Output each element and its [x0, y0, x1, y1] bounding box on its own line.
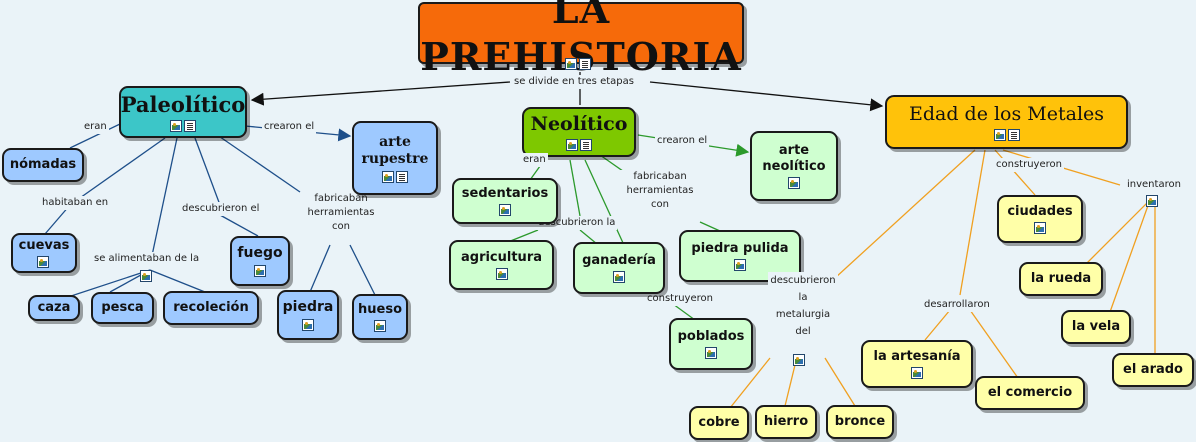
document-icon[interactable] — [579, 58, 591, 70]
image-icon[interactable] — [613, 271, 625, 284]
inventaron-icons[interactable] — [1146, 195, 1158, 207]
node-el-arado[interactable]: el arado — [1112, 353, 1194, 387]
node-label: cuevas — [18, 238, 70, 253]
image-icon[interactable] — [170, 120, 182, 133]
node-caza[interactable]: caza — [28, 295, 80, 321]
image-icon[interactable] — [788, 177, 800, 190]
image-icon[interactable] — [254, 264, 266, 277]
node-label: Neolítico — [530, 113, 628, 136]
node-arte-rupestre[interactable]: arte rupestre — [352, 121, 438, 195]
document-icon[interactable] — [396, 170, 408, 183]
node-label: pesca — [101, 299, 144, 315]
node-hierro[interactable]: hierro — [755, 405, 817, 439]
node-la-artesania[interactable]: la artesanía — [861, 340, 973, 388]
node-el-comercio[interactable]: el comercio — [975, 376, 1085, 410]
node-la-vela[interactable]: la vela — [1061, 310, 1131, 344]
image-icon[interactable] — [382, 170, 394, 183]
document-icon[interactable] — [580, 138, 592, 151]
node-label: cobre — [698, 414, 740, 430]
document-icon[interactable] — [184, 120, 196, 133]
link-label-paleo-descubrieron: descubrieron el — [180, 202, 262, 216]
node-bronce[interactable]: bronce — [826, 405, 894, 439]
document-icon[interactable] — [1007, 128, 1020, 141]
node-label: Edad de los Metales — [908, 103, 1105, 126]
node-label: arte rupestre — [361, 133, 429, 168]
image-icon[interactable] — [565, 58, 577, 70]
link-label-neo-eran: eran — [521, 153, 548, 167]
image-icon[interactable] — [1146, 195, 1158, 207]
node-label: ganadería — [582, 252, 656, 268]
image-icon[interactable] — [793, 354, 805, 366]
link-label-met-descubrieron: descubrieron la metalurgia del — [768, 272, 838, 340]
node-label: piedra — [282, 299, 334, 316]
node-poblados[interactable]: poblados — [669, 318, 753, 370]
link-label-neo-crearon: crearon el — [655, 134, 710, 148]
node-hueso[interactable]: hueso — [352, 294, 408, 340]
image-icon[interactable] — [495, 268, 508, 281]
metalurgia-icons[interactable] — [793, 354, 805, 366]
node-label: el comercio — [987, 384, 1073, 400]
image-icon[interactable] — [566, 138, 578, 151]
image-icon[interactable] — [993, 128, 1006, 141]
node-label: fuego — [237, 245, 283, 262]
node-label: la rueda — [1030, 270, 1092, 286]
node-label: recoleción — [173, 299, 249, 315]
image-icon[interactable] — [499, 204, 511, 217]
image-icon[interactable] — [374, 320, 386, 333]
node-label: sedentarios — [461, 185, 549, 201]
node-fuego[interactable]: fuego — [230, 236, 290, 286]
link-label-paleo-fabricaban: fabricaban herramientas con — [302, 192, 380, 234]
link-label-paleo-crearon: crearon el — [262, 120, 317, 134]
node-label: bronce — [834, 413, 886, 429]
image-icon[interactable] — [734, 259, 746, 272]
node-label: caza — [37, 299, 71, 315]
title-node: LA PREHISTORIA — [418, 0, 744, 79]
link-label-met-construyeron: construyeron — [994, 158, 1064, 172]
image-icon[interactable] — [911, 367, 923, 380]
link-label-paleo-habitaban: habitaban en — [40, 196, 111, 210]
node-label: hierro — [763, 413, 809, 429]
link-label-neo-fabricaban: fabricaban herramientas con — [620, 170, 700, 212]
image-icon[interactable] — [37, 256, 49, 269]
image-icon[interactable] — [302, 318, 314, 331]
node-ciudades[interactable]: ciudades — [997, 195, 1083, 243]
node-cobre[interactable]: cobre — [689, 406, 749, 440]
node-nomadas[interactable]: nómadas — [2, 148, 84, 182]
node-label: ciudades — [1007, 203, 1073, 219]
alimentaban-icons[interactable] — [140, 270, 152, 282]
node-pesca[interactable]: pesca — [91, 292, 154, 324]
link-label-paleo-alimentaban: se alimentaban de la — [92, 252, 202, 266]
node-cuevas[interactable]: cuevas — [11, 233, 77, 273]
node-label: agricultura — [460, 249, 542, 265]
node-neolitico[interactable]: Neolítico — [522, 107, 636, 157]
link-label-neo-construyeron: construyeron — [645, 292, 715, 306]
link-label-divide: se divide en tres etapas — [512, 75, 636, 89]
node-label: nómadas — [9, 156, 77, 172]
node-arte-neolitico[interactable]: arte neolítico — [750, 131, 838, 201]
node-label: la artesanía — [873, 348, 961, 364]
link-label-paleo-eran: eran — [82, 120, 109, 134]
image-icon[interactable] — [140, 270, 152, 282]
title-icons[interactable] — [565, 58, 591, 70]
image-icon[interactable] — [705, 347, 717, 360]
node-la-rueda[interactable]: la rueda — [1019, 262, 1103, 296]
node-label: piedra pulida — [691, 240, 789, 256]
node-sedentarios[interactable]: sedentarios — [452, 178, 558, 224]
node-paleolitico[interactable]: Paleolítico — [119, 86, 247, 138]
node-edad-de-los-metales[interactable]: Edad de los Metales — [885, 95, 1128, 149]
node-recoleccion[interactable]: recoleción — [163, 291, 259, 325]
node-piedra[interactable]: piedra — [277, 290, 339, 340]
link-label-met-desarrollaron: desarrollaron — [922, 298, 992, 312]
node-label: Paleolítico — [120, 91, 246, 117]
node-ganaderia[interactable]: ganadería — [573, 242, 665, 294]
page-title: LA PREHISTORIA — [420, 0, 742, 79]
node-label: arte neolítico — [762, 142, 826, 174]
node-label: el arado — [1123, 361, 1183, 377]
link-label-met-inventaron: inventaron — [1125, 178, 1183, 192]
image-icon[interactable] — [1034, 222, 1046, 235]
node-agricultura[interactable]: agricultura — [449, 240, 554, 290]
node-label: poblados — [677, 328, 745, 344]
node-label: hueso — [358, 301, 402, 317]
node-label: la vela — [1071, 318, 1121, 334]
